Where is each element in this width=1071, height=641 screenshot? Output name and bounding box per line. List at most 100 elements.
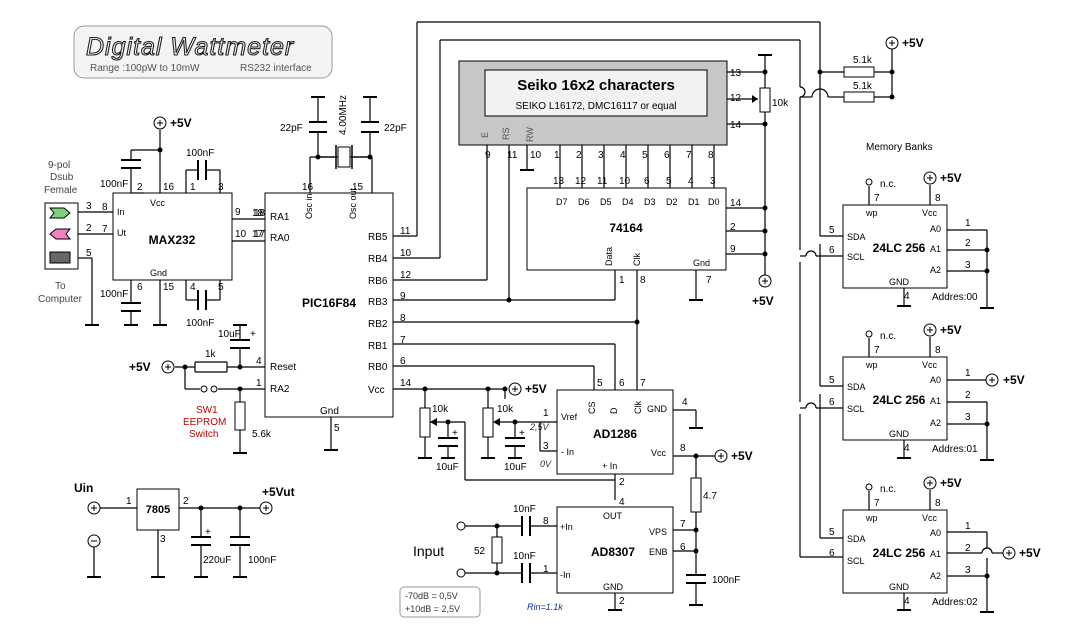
pic-rb1-num: 7 bbox=[400, 335, 406, 346]
eeprom-pin-4: 4 bbox=[904, 443, 910, 454]
shift-pin8: 8 bbox=[640, 275, 646, 286]
max232-pin-7: 7 bbox=[102, 224, 108, 235]
lcd-pin-9: 9 bbox=[485, 150, 491, 161]
shift-register-74164: 74164 D7 D6 D5 D4 D3 D2 D1 D0 13 12 11 1… bbox=[526, 176, 742, 286]
regulator-wires bbox=[87, 507, 260, 578]
res-51k-b: 5.1k bbox=[853, 81, 873, 92]
shift-pin-2: 2 bbox=[730, 222, 736, 233]
pic-ra1-num: 18 bbox=[252, 208, 264, 219]
lcd-subtitle: SEIKO L16172, DMC16117 or equal bbox=[515, 101, 676, 112]
pic-reset-num: 4 bbox=[256, 356, 262, 367]
pot-10k-lcd: 10k bbox=[772, 98, 789, 109]
vplus-max232-label: +5V bbox=[170, 116, 192, 130]
adc-pin-1: 1 bbox=[543, 408, 549, 419]
shift-q-d2: D2 bbox=[666, 197, 678, 207]
adc-v0: 0V bbox=[540, 459, 552, 469]
cap-10uf-reset: 10uF bbox=[218, 329, 241, 340]
max232-vcc: Vcc bbox=[150, 198, 166, 208]
reg-pin-2: 2 bbox=[183, 496, 189, 507]
pic-ra2: RA2 bbox=[270, 384, 290, 395]
pic-osc-out: Osc out bbox=[348, 187, 358, 219]
pic-rb6-num: 12 bbox=[400, 270, 412, 281]
vplus-a0-bank1-label: +5V bbox=[1003, 373, 1025, 387]
vplus-eeprom-0: +5V bbox=[923, 171, 962, 185]
adc-pin-8: 8 bbox=[680, 443, 686, 454]
shift-pin1: 1 bbox=[619, 275, 625, 286]
osc-caps bbox=[309, 121, 379, 133]
eeprom-pin-7: 7 bbox=[874, 345, 880, 356]
dsub-pin-5: 5 bbox=[86, 248, 92, 259]
lcd-pin-7: 7 bbox=[686, 150, 692, 161]
eeprom-pin-vcc: Vcc bbox=[922, 208, 938, 218]
shift-gnd-label: Gnd bbox=[693, 258, 710, 268]
adc-vcc: Vcc bbox=[651, 448, 667, 458]
vplus-pullup: +5V bbox=[885, 36, 924, 50]
lcd-data-wires bbox=[520, 145, 715, 188]
vplus-reset-label: +5V bbox=[129, 360, 151, 374]
eeprom-pin-5: 5 bbox=[829, 375, 835, 386]
lcd-pin-8: 8 bbox=[708, 150, 714, 161]
cap-22pf-left: 22pF bbox=[280, 123, 303, 134]
dsub-pin-2: 2 bbox=[86, 223, 92, 234]
svg-text:+: + bbox=[452, 428, 458, 439]
eeprom-pin-7: 7 bbox=[874, 193, 880, 204]
eeprom-pin-a2: A2 bbox=[930, 265, 941, 275]
sw1-label-3: Switch bbox=[189, 429, 218, 440]
vplus-a1-bank2: +5V bbox=[1002, 546, 1041, 560]
eeprom-2-addr: Addres:02 bbox=[932, 597, 978, 608]
shift-q-d7: D7 bbox=[556, 197, 568, 207]
eeprom-pin-8: 8 bbox=[935, 345, 941, 356]
max-cap-100nf-4: 100nF bbox=[186, 318, 214, 329]
adc-minus-in: - In bbox=[561, 447, 574, 457]
eeprom-pin-2: 2 bbox=[965, 543, 971, 554]
vplus-eeprom-1: +5V bbox=[923, 323, 962, 337]
vplus-max232: +5V bbox=[153, 116, 192, 130]
reg-pin-3: 3 bbox=[160, 534, 166, 545]
reg-pin-1: 1 bbox=[126, 496, 132, 507]
eeprom-pin-a2: A2 bbox=[930, 418, 941, 428]
eeprom-pin-wp: wp bbox=[865, 513, 878, 523]
eeprom-pin-a2: A2 bbox=[930, 571, 941, 581]
pic-name: PIC16F84 bbox=[302, 296, 356, 310]
max232-pin-5: 5 bbox=[218, 282, 224, 293]
eeprom-pin-gnd: GND bbox=[889, 277, 910, 287]
cap-100nf-reg: 100nF bbox=[248, 555, 276, 566]
adc-pin-3: 3 bbox=[543, 441, 549, 452]
pic-osc-in: Osc in bbox=[304, 193, 314, 219]
eeprom-1-name: 24LC 256 bbox=[873, 393, 926, 407]
eeprom-1-addr: Addres:01 bbox=[932, 444, 978, 455]
cap-10nf-a: 10nF bbox=[513, 504, 536, 515]
dsub-connector: 9-pol Dsub Female To Computer 3 2 5 bbox=[38, 160, 92, 305]
res-56k: 5.6k bbox=[252, 429, 272, 440]
lcd-pin-label-e: E bbox=[480, 132, 490, 138]
vplus-a0-bank1: +5V bbox=[985, 373, 1025, 387]
shift-pin-5: 5 bbox=[666, 176, 672, 187]
pic-wires bbox=[309, 21, 820, 451]
dsub-label-3: Female bbox=[44, 185, 78, 196]
adc-pin-5: 5 bbox=[597, 378, 603, 389]
shift-q-d3: D3 bbox=[644, 197, 656, 207]
eeprom-pin-5: 5 bbox=[829, 225, 835, 236]
max232-pin-9: 9 bbox=[235, 207, 241, 218]
lcd-pin-11: 11 bbox=[507, 150, 518, 161]
vplus-adc-vcc-label: +5V bbox=[731, 449, 753, 463]
ad8307: AD8307 +In -In OUT VPS ENB GND 8 1 4 7 6… bbox=[527, 497, 686, 612]
adc-pin-6: 6 bbox=[619, 378, 625, 389]
shift-q-d5: D5 bbox=[600, 197, 612, 207]
cap-22pf-right: 22pF bbox=[384, 123, 407, 134]
dsub-pin-3: 3 bbox=[86, 201, 92, 212]
max232-wires bbox=[78, 130, 265, 326]
ad8307-pin-7: 7 bbox=[680, 519, 686, 530]
adc-pin-7: 7 bbox=[640, 378, 646, 389]
eeprom-pin-gnd: GND bbox=[889, 582, 910, 592]
lcd-pin-5: 5 bbox=[642, 150, 648, 161]
adc-ad1286: AD1286 Vref CS D Clk GND - In + In Vcc 5… bbox=[529, 378, 688, 488]
xtal-label: 4.00MHz bbox=[338, 95, 349, 135]
adc-do: D bbox=[609, 407, 619, 414]
adc-wires bbox=[418, 389, 715, 575]
res-1k: 1k bbox=[205, 349, 217, 360]
shift-pin-14: 14 bbox=[730, 198, 742, 209]
pic-gnd: Gnd bbox=[320, 406, 339, 417]
shift-pin-6: 6 bbox=[644, 176, 650, 187]
ad8307-name: AD8307 bbox=[591, 545, 635, 559]
